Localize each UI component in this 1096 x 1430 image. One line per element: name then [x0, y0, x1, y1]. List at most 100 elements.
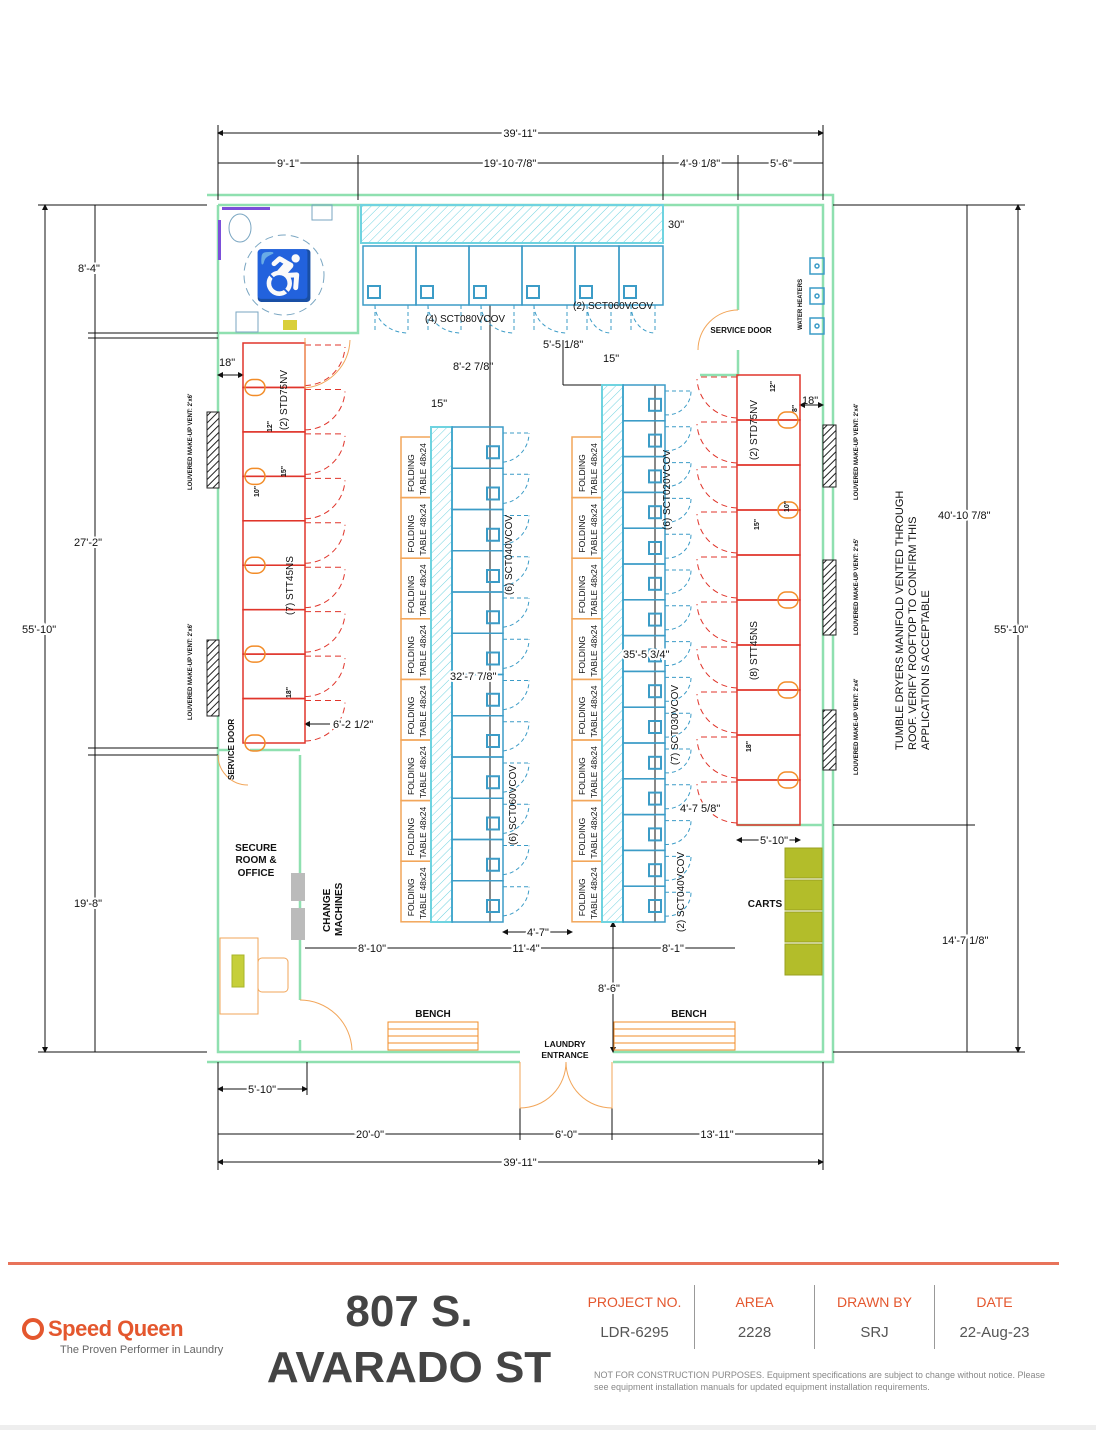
- washer-door-icon: [648, 720, 662, 734]
- washer: [451, 550, 504, 593]
- folding-table-label: FOLDING: [577, 454, 587, 492]
- label-secure-1: SECURE: [235, 843, 277, 854]
- equipment-labels: (4) SCT080VCOV (2) SCT060VCOV (2) STD75N…: [279, 301, 760, 932]
- washer-door-icon: [420, 285, 434, 299]
- door-swing: [502, 473, 530, 504]
- vent-size-right-large: 18": [746, 741, 753, 752]
- label-right-dryers-top: (2) STD75NV: [749, 400, 760, 460]
- dim-aisle-b: 5'-5 1/8": [543, 339, 583, 351]
- dim-gap: 4'-9 1/8": [680, 158, 720, 170]
- washer: [451, 508, 504, 552]
- folding-table-label: FOLDING: [406, 697, 416, 735]
- meta-project-no: PROJECT NO.LDR-6295: [575, 1285, 695, 1349]
- dimension-labels: 39'-11" 9'-1" 19'-10 7/8" 4'-9 1/8" 5'-6…: [20, 126, 1030, 1171]
- vent-size-left-small: 10": [254, 486, 261, 497]
- washer: [622, 670, 666, 708]
- washer-door-icon: [526, 285, 540, 299]
- logo-name: Speed Queen: [48, 1316, 184, 1341]
- dryer: [736, 509, 801, 556]
- washer-door-icon: [486, 816, 500, 831]
- door-swing: [664, 855, 692, 881]
- washer: [451, 632, 504, 676]
- dryer: [736, 554, 801, 601]
- meta-label: DATE: [976, 1294, 1013, 1310]
- door-swing: [502, 886, 530, 917]
- note-line-1: TUMBLE DRYERS MANIFOLD VENTED THROUGH: [894, 491, 906, 750]
- label-service-door-left: SERVICE DOOR: [227, 719, 236, 780]
- washer-door-icon: [486, 610, 500, 625]
- wheelchair-icon: ♿: [254, 248, 314, 303]
- door-swing: [304, 522, 346, 564]
- label-entrance-1: LAUNDRY: [544, 1039, 586, 1049]
- folding-table-label: TABLE 48x24: [418, 504, 428, 556]
- bench-right: [613, 1021, 736, 1051]
- washer: [622, 742, 666, 780]
- label-secure-3: OFFICE: [238, 868, 275, 879]
- label-right-washers-b: (7) SCT030VCOV: [670, 685, 681, 765]
- dim-counter-d: 15": [603, 353, 619, 365]
- dim-aisle-l: 8'-10": [358, 943, 386, 955]
- meta-value: LDR-6295: [600, 1324, 669, 1341]
- dryer: [736, 374, 801, 421]
- door-swing: [664, 426, 692, 452]
- dim-clear-e: 18": [219, 357, 235, 369]
- dryer: [736, 419, 801, 466]
- washer: [618, 245, 664, 306]
- door-swing: [664, 784, 692, 810]
- folding-table-label: TABLE 48x24: [418, 443, 428, 495]
- washer-door-icon: [623, 285, 637, 299]
- sink-icon: [311, 204, 333, 221]
- dim-left-overall: 55'-10": [22, 624, 56, 636]
- washer: [451, 838, 504, 882]
- label-right-washers-a: (6) SCT020VCOV: [662, 450, 673, 530]
- door-swing: [304, 611, 346, 653]
- label-change-2: MACHINES: [334, 882, 345, 936]
- folding-table-label: FOLDING: [406, 575, 416, 613]
- dim-left-dryers: 27'-2": [74, 537, 102, 549]
- vent-size-right-top: 12": [770, 381, 777, 392]
- vent-left-2: [206, 639, 220, 717]
- door-swing: [696, 556, 738, 599]
- folding-table-label: FOLDING: [406, 878, 416, 916]
- door-swing: [664, 676, 692, 702]
- dryer: [242, 475, 306, 522]
- door-swing: [664, 891, 692, 917]
- washer: [622, 384, 666, 422]
- folding-table-label: TABLE 48x24: [418, 625, 428, 677]
- door-swing: [502, 638, 530, 669]
- note-line-2: ROOF. VERIFY ROOFTOP TO CONFIRM THIS: [907, 517, 919, 750]
- room-labels: SERVICE DOOR SERVICE DOOR WATER HEATERS …: [188, 279, 860, 1060]
- logo-tagline: The Proven Performer in Laundry: [60, 1344, 224, 1356]
- sink-icon: [235, 311, 259, 333]
- dryer-vent-icon: [777, 501, 799, 519]
- dryer-vent-icon: [777, 411, 799, 429]
- dryer-vent-icon: [244, 467, 266, 486]
- dryer-vent-icon: [244, 556, 266, 574]
- dryer-vent-size-labels: 12" 12" 8" 10" 15" 18" 10" 15" 18": [254, 381, 799, 752]
- folding-table-label: TABLE 48x24: [589, 443, 599, 495]
- door-swing: [502, 515, 530, 546]
- dim-bottom-right: 13'-11": [700, 1129, 733, 1141]
- address-line-2: AVARADO ST: [266, 1343, 552, 1392]
- door-swing: [696, 781, 738, 824]
- label-vent-left-1: LOUVERED MAKE-UP VENT: 2'x6': [188, 393, 194, 490]
- dryer-vent-icon: [777, 591, 799, 609]
- label-right-washers-c: (2) SCT040VCOV: [676, 852, 687, 932]
- project-address: 807 S. AVARADO ST: [250, 1284, 568, 1396]
- restroom: ♿: [218, 204, 333, 333]
- label-entrance-2: ENTRANCE: [541, 1050, 589, 1060]
- label-bench-right: BENCH: [671, 1009, 707, 1020]
- door-swing: [630, 304, 656, 334]
- washer: [622, 420, 666, 458]
- toilet-icon: [228, 213, 252, 243]
- washer-door-icon: [367, 285, 381, 299]
- vent-size-left-mid: 15": [281, 466, 288, 477]
- vent-size-left-top: 12": [267, 421, 274, 432]
- door-swing: [664, 641, 692, 666]
- folding-table-label: FOLDING: [577, 575, 587, 613]
- make-up-vents: [206, 411, 837, 771]
- washer: [468, 245, 523, 306]
- door-swing: [304, 433, 346, 475]
